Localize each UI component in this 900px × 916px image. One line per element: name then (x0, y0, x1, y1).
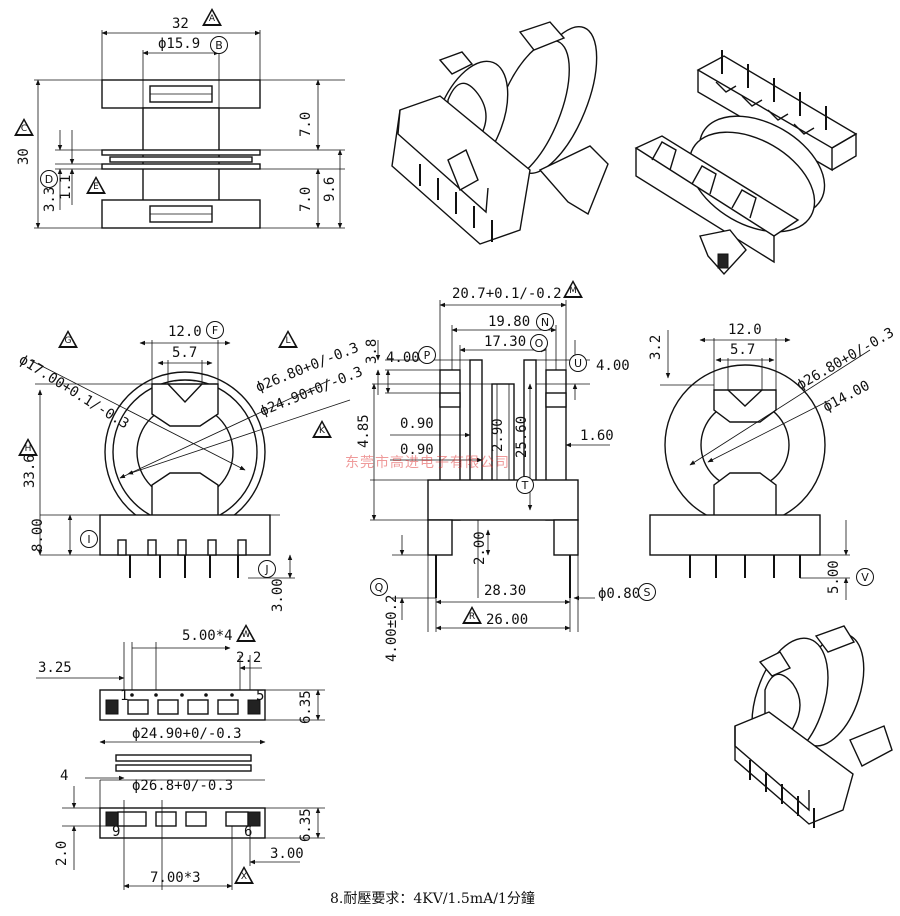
marker-s: S (638, 583, 656, 601)
dim-mid-29: 2.90 (490, 418, 506, 452)
marker-e: E (86, 176, 106, 194)
dim-bot-dia249: ϕ24.90+0/-0.3 (132, 726, 242, 742)
dim-top-h7a: 7.0 (298, 112, 314, 137)
marker-i: I (80, 530, 98, 548)
dim-mid-173: 17.30 (484, 334, 526, 350)
dim-top-dia: ϕ15.9 (158, 36, 200, 52)
dim-mid-16: 1.60 (580, 428, 614, 444)
pin-label-9: 9 (112, 824, 120, 840)
dim-mid-09b: 0.90 (400, 442, 434, 458)
dim-bot-700x3: 7.00*3 (150, 870, 201, 886)
dim-right-57: 5.7 (730, 342, 755, 358)
watermark-text: 东莞市高进电子有限公司 (345, 455, 510, 471)
dim-bot-500x4: 5.00*4 (182, 628, 233, 644)
marker-j: J (258, 560, 276, 578)
dim-left-dia17: ϕ17.00+0.1/-0.3 (16, 352, 132, 433)
voltage-note: 8.耐壓要求：4KV/1.5mA/1分鐘 (330, 891, 535, 907)
marker-a: A (202, 8, 222, 26)
marker-p: P (418, 346, 436, 364)
dim-left-h336: 33.6 (22, 454, 38, 488)
marker-h: H (18, 438, 38, 456)
marker-u: U (569, 354, 587, 372)
isometric-view-front (391, 21, 609, 245)
dim-bot-3: 3.00 (270, 846, 304, 862)
dim-mid-4u: 4.00 (596, 358, 630, 374)
marker-w: W (236, 624, 256, 642)
dim-bot-325: 3.25 (38, 660, 72, 676)
marker-f: F (206, 321, 224, 339)
marker-n: N (536, 313, 554, 331)
pin-label-5: 5 (256, 688, 264, 704)
dim-mid-26: 26.00 (486, 612, 528, 628)
dim-left-h3: 3.00 (270, 578, 286, 612)
dim-top-h30: 30 (16, 148, 32, 165)
dim-mid-256: 25.60 (514, 416, 530, 458)
marker-m: M (563, 280, 583, 298)
marker-t: T (516, 476, 534, 494)
marker-q: Q (370, 578, 388, 596)
pin-view-top (36, 642, 325, 745)
pin-label-6: 6 (244, 824, 252, 840)
dim-mid-09a: 0.90 (400, 416, 434, 432)
dim-mid-4p: 4.00 (386, 350, 420, 366)
dim-left-w57: 5.7 (172, 345, 197, 361)
dim-mid-485: 4.85 (356, 414, 372, 448)
dim-bot-22: 2.2 (236, 650, 261, 666)
dim-top-width: 32 (172, 16, 189, 32)
dim-bot-635a: 6.35 (298, 690, 314, 724)
pin-view-bottom (62, 754, 325, 890)
isometric-view-exploded (634, 50, 858, 276)
marker-b: B (210, 36, 228, 54)
marker-k: K (312, 420, 332, 438)
dim-mid-38: 3.8 (364, 339, 380, 364)
marker-o: O (530, 334, 548, 352)
dim-right-dia268: ϕ26.80+0/-0.3 (794, 325, 897, 394)
marker-l: L (278, 330, 298, 348)
dim-right-32: 3.2 (648, 335, 664, 360)
dim-bot-2: 2.0 (54, 841, 70, 866)
dim-right-5: 5.00 (826, 560, 842, 594)
dim-mid-2: 2.00 (472, 531, 488, 565)
dim-right-12: 12.0 (728, 322, 762, 338)
dim-mid-4q: 4.00±0.2 (384, 595, 400, 662)
dim-left-w12: 12.0 (168, 324, 202, 340)
dim-bot-dia268: ϕ26.8+0/-0.3 (132, 778, 233, 794)
isometric-view-assembled (734, 625, 893, 828)
marker-d: D (40, 170, 58, 188)
dim-left-h8: 8.00 (30, 518, 46, 552)
dim-top-h96: 9.6 (322, 177, 338, 202)
marker-x: X (234, 866, 254, 884)
dim-bot-635b: 6.35 (298, 808, 314, 842)
dim-mid-198: 19.80 (488, 314, 530, 330)
marker-v: V (856, 568, 874, 586)
front-view-left (29, 340, 351, 579)
pin-label-1: 1 (120, 688, 128, 704)
marker-r: R (462, 606, 482, 624)
dim-mid-207: 20.7+0.1/-0.2 (452, 286, 562, 302)
dim-top-h7b: 7.0 (298, 187, 314, 212)
front-view-right (649, 330, 871, 600)
top-left-side-view (34, 30, 345, 229)
dim-right-dia14: ϕ14.00 (820, 378, 872, 416)
dim-bot-4: 4 (60, 768, 68, 784)
marker-c: C (14, 118, 34, 136)
dim-top-11: 1.1 (58, 175, 74, 200)
dim-top-33: 3.3 (42, 187, 58, 212)
dim-mid-283: 28.30 (484, 583, 526, 599)
dim-mid-08: ϕ0.80 (598, 586, 640, 602)
marker-g: G (58, 330, 78, 348)
